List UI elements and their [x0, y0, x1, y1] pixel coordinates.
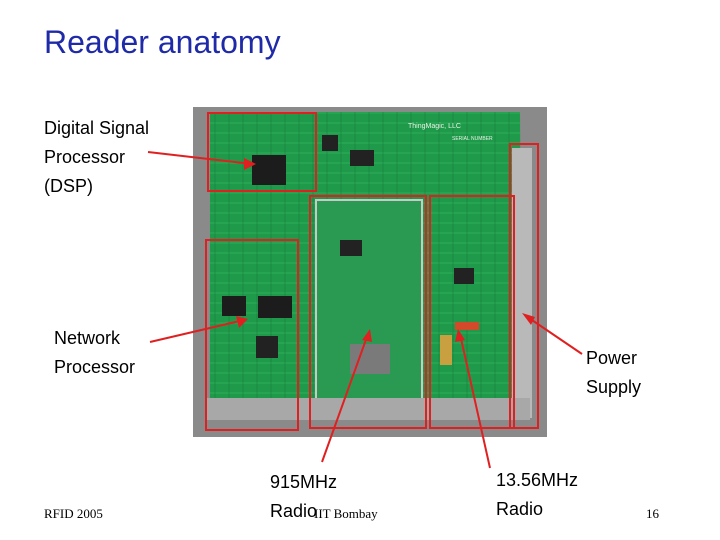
hf-connector [455, 322, 479, 330]
footer-center: IIT Bombay [314, 506, 378, 521]
slide-title: Reader anatomy [44, 24, 281, 60]
radio-module [350, 344, 390, 374]
memory-chip [350, 150, 374, 166]
highlight-915mhz-radio [309, 195, 427, 429]
highlight-power-supply [509, 143, 539, 429]
highlight-network-processor [205, 239, 299, 431]
arrow-1356mhz [459, 333, 491, 469]
dsp-chip [252, 155, 286, 185]
label-network-processor: Network Processor [54, 328, 136, 377]
arrowhead-network [236, 316, 248, 328]
hf-chip [454, 268, 474, 284]
arrow-915mhz [321, 333, 369, 463]
footer-page-number: 16 [646, 506, 659, 521]
dsp-chip-small [322, 135, 338, 151]
label-1356mhz-radio: 13.56MHz Radio [496, 470, 579, 519]
highlight-1356mhz-radio [429, 195, 515, 429]
label-915mhz-radio: 915MHz Radio [270, 472, 338, 521]
arrowhead-dsp [244, 158, 256, 170]
label-power-supply: Power Supply [586, 348, 642, 397]
label-dsp: Digital Signal Processor (DSP) [44, 118, 150, 196]
radio-shield [315, 199, 423, 416]
bottom-connector-strip [205, 398, 530, 420]
arrowhead-power [522, 313, 535, 325]
power-capacitor [440, 335, 452, 365]
arrowhead-1356mhz [455, 329, 465, 342]
callout-arrows [147, 151, 583, 469]
arrowhead-915mhz [362, 329, 372, 342]
radio-chip-1 [340, 240, 362, 256]
arrow-power [525, 315, 583, 355]
footer-left: RFID 2005 [44, 506, 103, 521]
arrow-network [149, 319, 245, 343]
network-chip-1 [222, 296, 246, 316]
board-serial-text: SERIAL NUMBER [452, 136, 493, 142]
arrow-dsp [147, 151, 253, 165]
power-heatsink [512, 148, 532, 418]
network-chip-3 [256, 336, 278, 358]
board-maker-text: ThingMagic, LLC [408, 123, 461, 130]
network-chip-2 [258, 296, 292, 318]
highlight-dsp [207, 112, 317, 192]
